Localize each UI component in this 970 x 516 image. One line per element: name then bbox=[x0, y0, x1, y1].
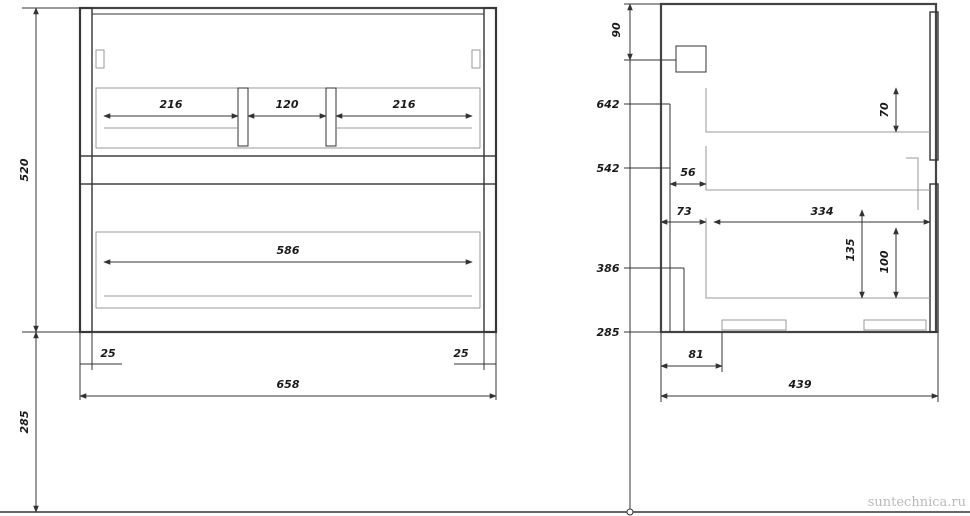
hinge-left bbox=[95, 49, 105, 69]
watermark: suntechnica.ru bbox=[868, 495, 966, 510]
upper-drawer-side bbox=[705, 88, 930, 133]
floor-marker bbox=[626, 508, 634, 516]
side-view: 90 642 542 386 285 56 73 334 70 135 100 bbox=[597, 2, 939, 516]
drawer-separator bbox=[705, 146, 930, 191]
dim-73: 73 bbox=[676, 205, 692, 218]
lower-drawer-box bbox=[95, 231, 481, 309]
level-642: 642 bbox=[597, 98, 620, 111]
leg-front bbox=[721, 319, 787, 331]
side-cabinet-outline bbox=[659, 2, 938, 334]
front-drawer-divider bbox=[79, 155, 497, 185]
level-285: 285 bbox=[597, 326, 620, 339]
upper-drawer-box bbox=[95, 87, 481, 149]
dim-216-left: 216 bbox=[160, 98, 183, 111]
dim-334: 334 bbox=[811, 205, 834, 218]
rear-bracket bbox=[906, 157, 919, 210]
dim-70: 70 bbox=[878, 102, 891, 118]
dim-90: 90 bbox=[610, 22, 623, 38]
dim-100: 100 bbox=[878, 250, 891, 273]
front-right-side-panel bbox=[483, 7, 497, 333]
dim-520: 520 bbox=[18, 158, 31, 181]
dim-56: 56 bbox=[680, 166, 696, 179]
hinge-right bbox=[471, 49, 481, 69]
dim-25-right: 25 bbox=[453, 347, 469, 360]
dim-586: 586 bbox=[277, 244, 300, 257]
leg-rear bbox=[863, 319, 927, 331]
dim-81: 81 bbox=[688, 348, 703, 361]
lower-drawer-side bbox=[705, 218, 930, 299]
dim-120: 120 bbox=[276, 98, 299, 111]
dim-135: 135 bbox=[844, 238, 857, 261]
side-lower-front bbox=[929, 183, 939, 333]
side-upper-front bbox=[929, 11, 939, 161]
dim-285-front: 285 bbox=[18, 410, 31, 433]
upper-compartment-post-left bbox=[237, 87, 249, 147]
level-542: 542 bbox=[597, 162, 620, 175]
dim-216-right: 216 bbox=[393, 98, 416, 111]
dim-658: 658 bbox=[277, 378, 300, 391]
dim-25-left: 25 bbox=[100, 347, 116, 360]
upper-compartment-post-right bbox=[325, 87, 337, 147]
front-view: 216 120 216 586 520 285 25 25 658 bbox=[0, 6, 970, 513]
front-left-side-panel bbox=[79, 7, 93, 333]
siphon-block bbox=[675, 45, 707, 73]
dim-439: 439 bbox=[788, 378, 812, 391]
level-386: 386 bbox=[597, 262, 620, 275]
front-cabinet-outline bbox=[78, 6, 498, 334]
